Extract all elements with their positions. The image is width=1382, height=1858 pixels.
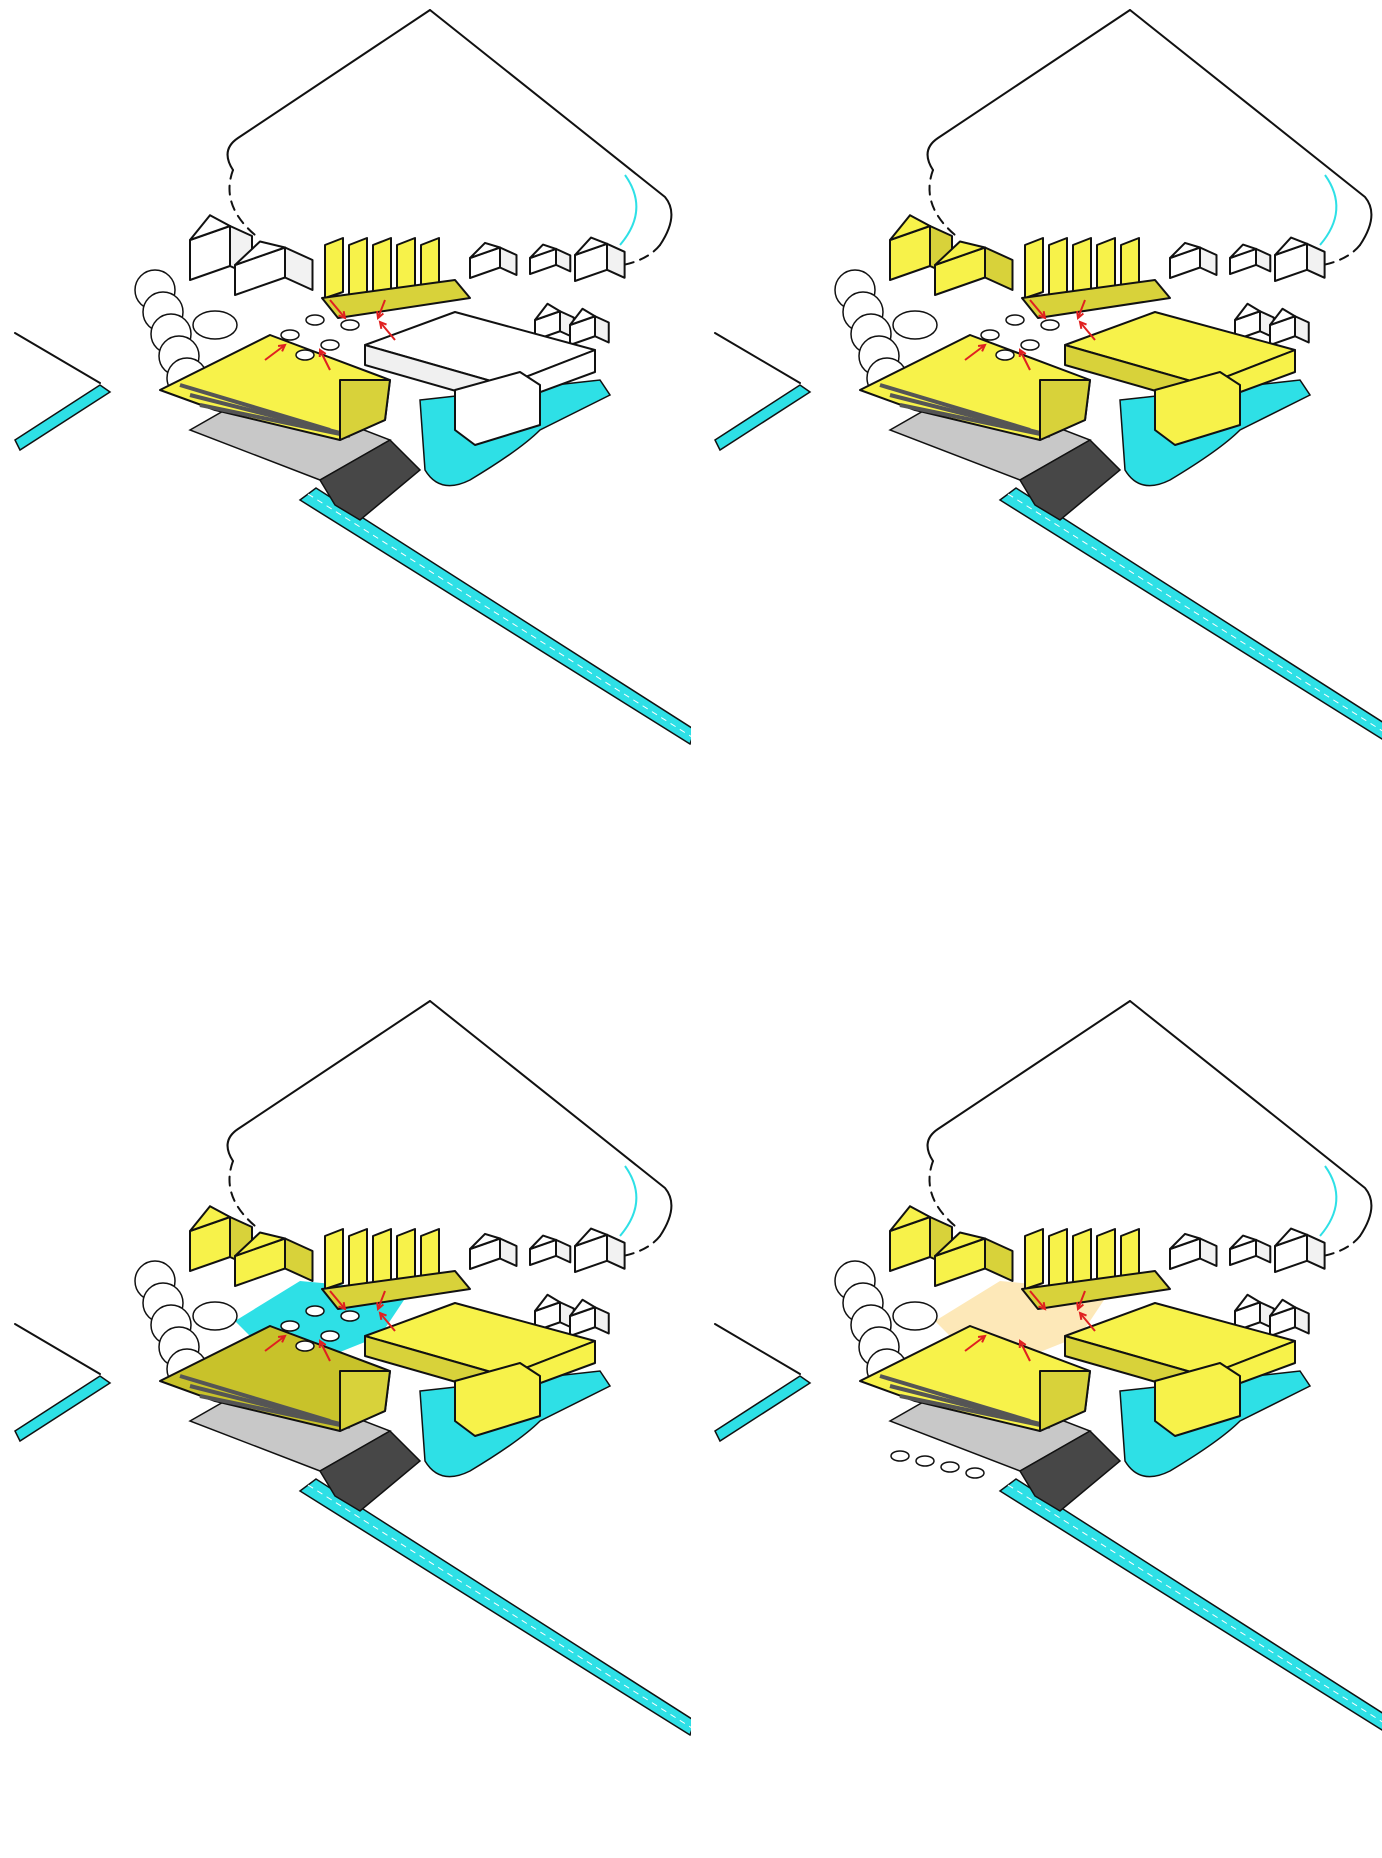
parked-car [306,1306,324,1316]
site-boundary-line [430,10,671,245]
house [530,1236,570,1265]
parked-car [341,320,359,330]
parked-car [296,1341,314,1351]
site-boundary-line [228,10,430,170]
site-boundary-line [928,1001,1130,1161]
west-lane-line [15,333,100,383]
parked-car [891,1451,909,1461]
axonometric-panel-4 [700,991,1382,1858]
site-sketch [700,991,1382,1858]
footpath-line [620,1166,636,1236]
footpath-line [1320,175,1336,245]
site-boundary-line [228,1001,430,1161]
parked-car [321,1331,339,1341]
east-house [570,1300,609,1336]
house [1170,243,1217,278]
site-boundary-dashed [229,170,255,235]
site-boundary-line [928,10,1130,170]
terrace-house [325,238,343,298]
site-boundary-dashed [929,1161,955,1226]
house [575,238,625,281]
tree-canopy [193,1302,237,1330]
site-sketch [0,991,691,1858]
site-sketch [0,0,691,867]
site-boundary-line [1130,10,1371,245]
parked-car [1006,315,1024,325]
house [1275,1229,1325,1272]
axonometric-panel-2 [700,0,1382,867]
footpath-line [620,175,636,245]
house [470,243,517,278]
parked-car [1021,340,1039,350]
tree-canopy [893,311,937,339]
terrace-house [1049,1229,1067,1289]
west-lane-line [15,1324,100,1374]
west-lane-line [715,1324,800,1374]
parked-car [296,350,314,360]
terrace-house [349,1229,367,1289]
site-sketch [700,0,1382,867]
main-road [1000,1479,1382,1735]
site-boundary-dashed [229,1161,255,1226]
house [1230,245,1270,274]
parked-car [966,1468,984,1478]
parked-car [306,315,324,325]
site-boundary-dashed [929,170,955,235]
site-boundary-line [430,1001,671,1236]
house [530,245,570,274]
west-road [715,385,810,450]
house [1170,1234,1217,1269]
site-boundary-line [1130,1001,1371,1236]
parked-car [281,1321,299,1331]
main-road [1000,488,1382,744]
terrace-house [1049,238,1067,298]
east-house [1270,309,1309,345]
tree-canopy [893,1302,937,1330]
house [575,1229,625,1272]
house [470,1234,517,1269]
terrace-house [1025,1229,1043,1289]
west-lane-line [715,333,800,383]
parked-car [341,1311,359,1321]
west-road [15,385,110,450]
parked-car [916,1456,934,1466]
parked-car [996,350,1014,360]
footpath-line [1320,1166,1336,1236]
terrace-house [325,1229,343,1289]
house [1275,238,1325,281]
tree-canopy [193,311,237,339]
east-house [570,309,609,345]
west-road [15,1376,110,1441]
west-road [715,1376,810,1441]
axonometric-panel-3 [0,991,691,1858]
terrace-house [1025,238,1043,298]
parked-car [981,330,999,340]
axonometric-panel-1 [0,0,691,867]
parked-car [321,340,339,350]
east-house [1270,1300,1309,1336]
parked-car [941,1462,959,1472]
parked-car [281,330,299,340]
house [1230,1236,1270,1265]
terrace-house [349,238,367,298]
parked-car [1041,320,1059,330]
